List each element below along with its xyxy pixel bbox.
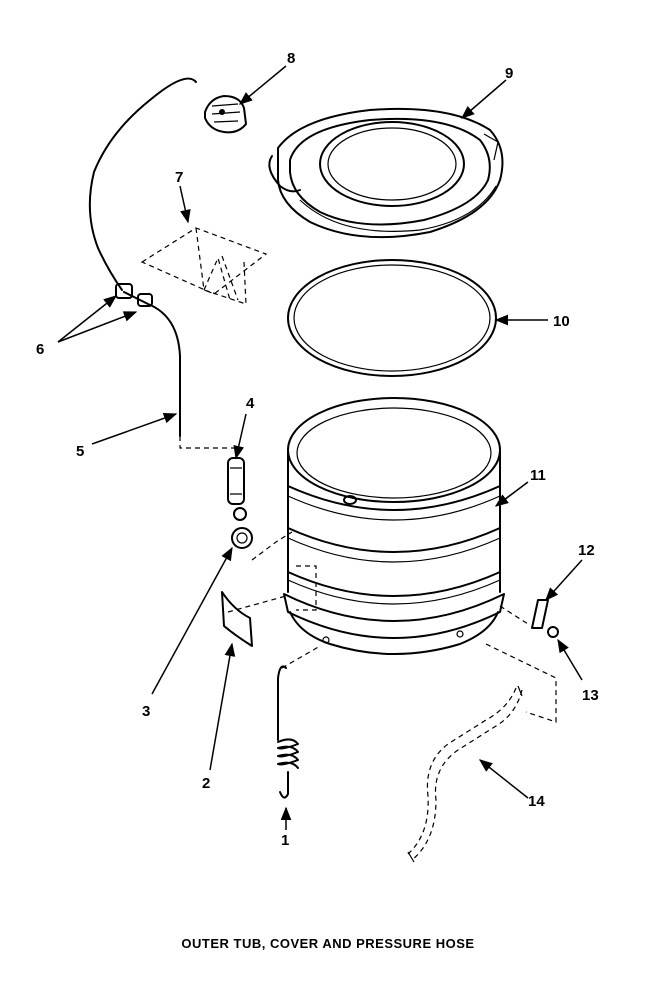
part-11-outer-tub	[283, 397, 505, 655]
callout-10: 10	[553, 313, 570, 330]
part-9-tub-cover	[268, 107, 504, 239]
part-2-clip	[221, 591, 253, 647]
part-12-bracket	[531, 599, 549, 629]
callout-9: 9	[505, 65, 513, 82]
part-13-screw	[547, 626, 559, 638]
callout-4: 4	[246, 395, 255, 412]
diagram-caption: OUTER TUB, COVER AND PRESSURE HOSE	[181, 936, 475, 951]
part-8-pressure-switch	[204, 95, 247, 134]
part-1-spring	[277, 665, 299, 799]
callout-13: 13	[582, 687, 599, 704]
callout-1: 1	[281, 832, 289, 849]
callout-8: 8	[287, 50, 295, 67]
callout-11: 11	[530, 467, 546, 484]
part-10-cover-seal	[287, 259, 497, 377]
callout-3: 3	[142, 703, 150, 720]
part-7-hose-bracket	[140, 227, 268, 305]
part-6-hose-clamps	[115, 283, 153, 307]
callout-5: 5	[76, 443, 84, 460]
callout-7: 7	[175, 169, 183, 186]
callout-12: 12	[578, 542, 595, 559]
leader-arrows	[57, 65, 583, 830]
callout-2: 2	[202, 775, 210, 792]
part-5-pressure-hose	[88, 77, 197, 437]
part-4-hose-fitting	[227, 457, 245, 505]
callout-14: 14	[528, 793, 545, 810]
part-14-drain-hose	[407, 685, 523, 863]
part-3-grommet	[231, 507, 253, 549]
callout-6: 6	[36, 341, 44, 358]
